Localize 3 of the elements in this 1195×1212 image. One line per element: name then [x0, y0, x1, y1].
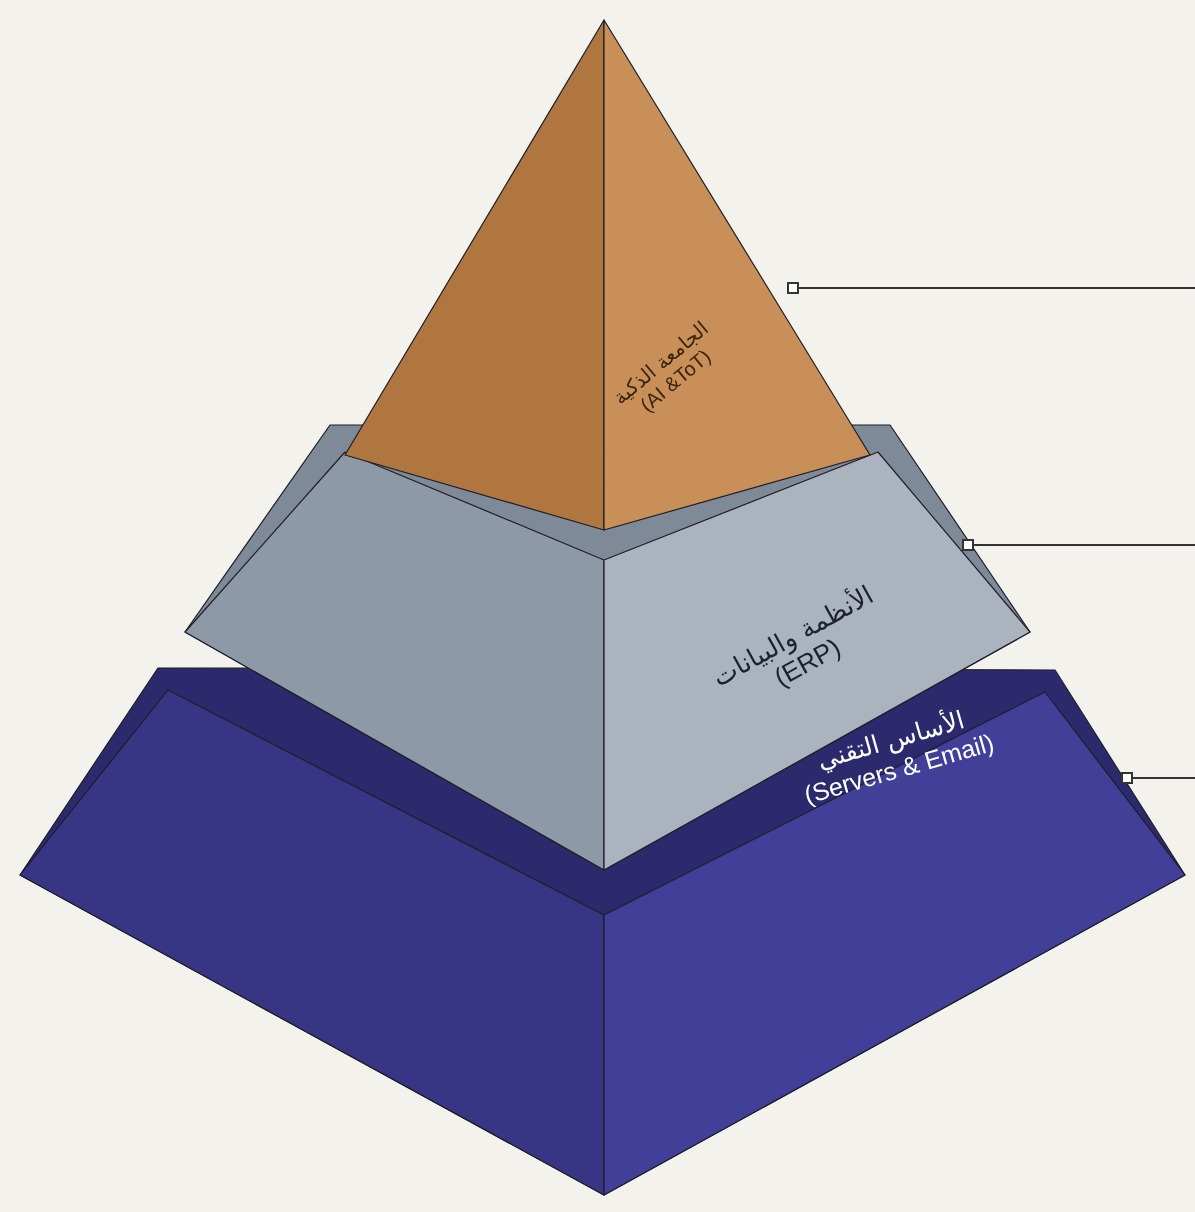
leader-line: [787, 282, 1195, 294]
leader-line: [1121, 772, 1195, 784]
leader-line: [962, 539, 1195, 551]
